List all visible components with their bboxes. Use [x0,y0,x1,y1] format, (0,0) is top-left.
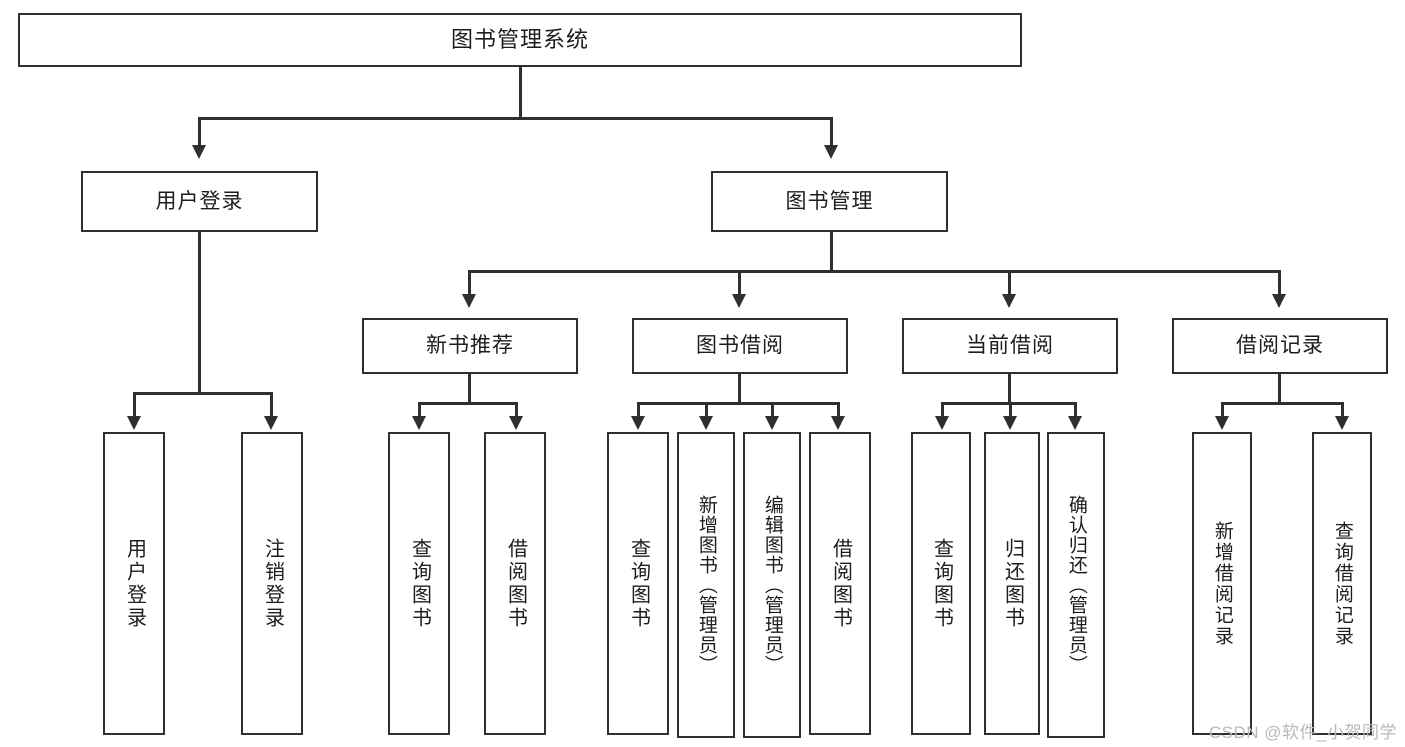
arrowhead-user-login [192,145,206,159]
leaf-user-logout[interactable]: 注销登录 [241,432,303,735]
leaf-query-book-recommend[interactable]: 查询图书 [388,432,450,735]
node-current-borrow[interactable]: 当前借阅 [902,318,1118,374]
node-label: 图书管理 [785,189,874,213]
connector-book-manage-to-l3-4 [1278,270,1281,296]
connector-root-stem [519,67,522,117]
connector-br-to-leaf-2 [1341,402,1344,418]
connector-user-login-stem [198,232,201,394]
connector-bb-to-leaf-1 [637,402,640,418]
leaf-confirm-return-admin[interactable]: 确认归还（管理员） [1047,432,1105,738]
arrowhead-leaf-return-book [1003,416,1017,430]
node-label: 用户登录 [123,537,146,630]
connector-bb-to-leaf-3 [771,402,774,418]
node-label: 借阅图书 [504,537,527,630]
connector-borrow-record-bus [1221,402,1343,405]
connector-book-manage-bus [468,270,1280,273]
node-new-book-recommend[interactable]: 新书推荐 [362,318,578,374]
node-label: 借阅记录 [1236,334,1324,358]
leaf-borrow-book-recommend[interactable]: 借阅图书 [484,432,546,735]
connector-book-manage-to-l3-2 [738,270,741,296]
arrowhead-borrow-record [1272,294,1286,308]
connector-root-bus [198,117,832,120]
node-label: 新增图书（管理员） [695,495,717,675]
connector-current-borrow-bus [941,402,1076,405]
connector-book-manage-to-l3-1 [468,270,471,296]
arrowhead-leaf-add-book-admin [699,416,713,430]
node-label: 编辑图书（管理员） [761,495,783,675]
arrowhead-book-borrow [732,294,746,308]
connector-user-login-to-leaf-1 [133,392,136,418]
connector-root-to-book-manage [830,117,833,147]
arrowhead-leaf-query-book-borrow [631,416,645,430]
connector-new-book-recommend-stem [468,374,471,404]
arrowhead-leaf-user-login [127,416,141,430]
node-label: 图书管理系统 [450,26,589,52]
node-root-book-management-system[interactable]: 图书管理系统 [18,13,1022,67]
connector-borrow-record-stem [1278,374,1281,404]
arrowhead-leaf-edit-book-admin [765,416,779,430]
node-book-manage[interactable]: 图书管理 [711,171,948,232]
arrowhead-leaf-borrow-book [831,416,845,430]
leaf-borrow-book[interactable]: 借阅图书 [809,432,871,735]
leaf-query-book-current[interactable]: 查询图书 [911,432,971,735]
connector-bb-to-leaf-4 [837,402,840,418]
leaf-add-book-admin[interactable]: 新增图书（管理员） [677,432,735,738]
connector-bb-to-leaf-2 [705,402,708,418]
arrowhead-new-book-recommend [462,294,476,308]
leaf-return-book[interactable]: 归还图书 [984,432,1040,735]
leaf-user-login[interactable]: 用户登录 [103,432,165,735]
leaf-edit-book-admin[interactable]: 编辑图书（管理员） [743,432,801,738]
arrowhead-leaf-query-borrow-record [1335,416,1349,430]
node-label: 新书推荐 [426,334,514,358]
arrowhead-current-borrow [1002,294,1016,308]
arrowhead-leaf-query-book-rec [412,416,426,430]
connector-cb-to-leaf-2 [1009,402,1012,418]
node-label: 查询图书 [930,537,953,630]
connector-user-login-bus [133,392,270,395]
connector-br-to-leaf-1 [1221,402,1224,418]
connector-book-borrow-bus [637,402,837,405]
node-label: 借阅图书 [829,537,852,630]
node-label: 查询图书 [627,537,650,630]
leaf-query-book-borrow[interactable]: 查询图书 [607,432,669,735]
connector-nbr-to-leaf-1 [418,402,421,418]
connector-book-manage-to-l3-3 [1008,270,1011,296]
connector-nbr-to-leaf-2 [515,402,518,418]
node-label: 归还图书 [1001,537,1024,630]
arrowhead-leaf-confirm-return-admin [1068,416,1082,430]
node-label: 图书借阅 [696,334,784,358]
arrowhead-leaf-add-borrow-record [1215,416,1229,430]
node-book-borrow[interactable]: 图书借阅 [632,318,848,374]
node-label: 当前借阅 [966,334,1054,358]
connector-current-borrow-stem [1008,374,1011,404]
arrowhead-leaf-user-logout [264,416,278,430]
node-user-login[interactable]: 用户登录 [81,171,318,232]
connector-root-to-user-login [198,117,201,147]
node-label: 查询借阅记录 [1331,520,1353,647]
connector-user-login-to-leaf-2 [270,392,273,418]
node-label: 注销登录 [261,537,284,630]
node-label: 新增借阅记录 [1211,520,1233,647]
connector-book-manage-stem [830,232,833,272]
connector-cb-to-leaf-3 [1074,402,1077,418]
arrowhead-book-manage [824,145,838,159]
node-label: 确认归还（管理员） [1065,495,1087,675]
node-label: 用户登录 [155,189,244,213]
arrowhead-leaf-borrow-book-rec [509,416,523,430]
connector-book-borrow-stem [738,374,741,404]
leaf-query-borrow-record[interactable]: 查询借阅记录 [1312,432,1372,735]
node-label: 查询图书 [408,537,431,630]
node-borrow-record[interactable]: 借阅记录 [1172,318,1388,374]
arrowhead-leaf-query-book-current [935,416,949,430]
connector-cb-to-leaf-1 [941,402,944,418]
connector-new-book-recommend-bus [418,402,518,405]
leaf-add-borrow-record[interactable]: 新增借阅记录 [1192,432,1252,735]
